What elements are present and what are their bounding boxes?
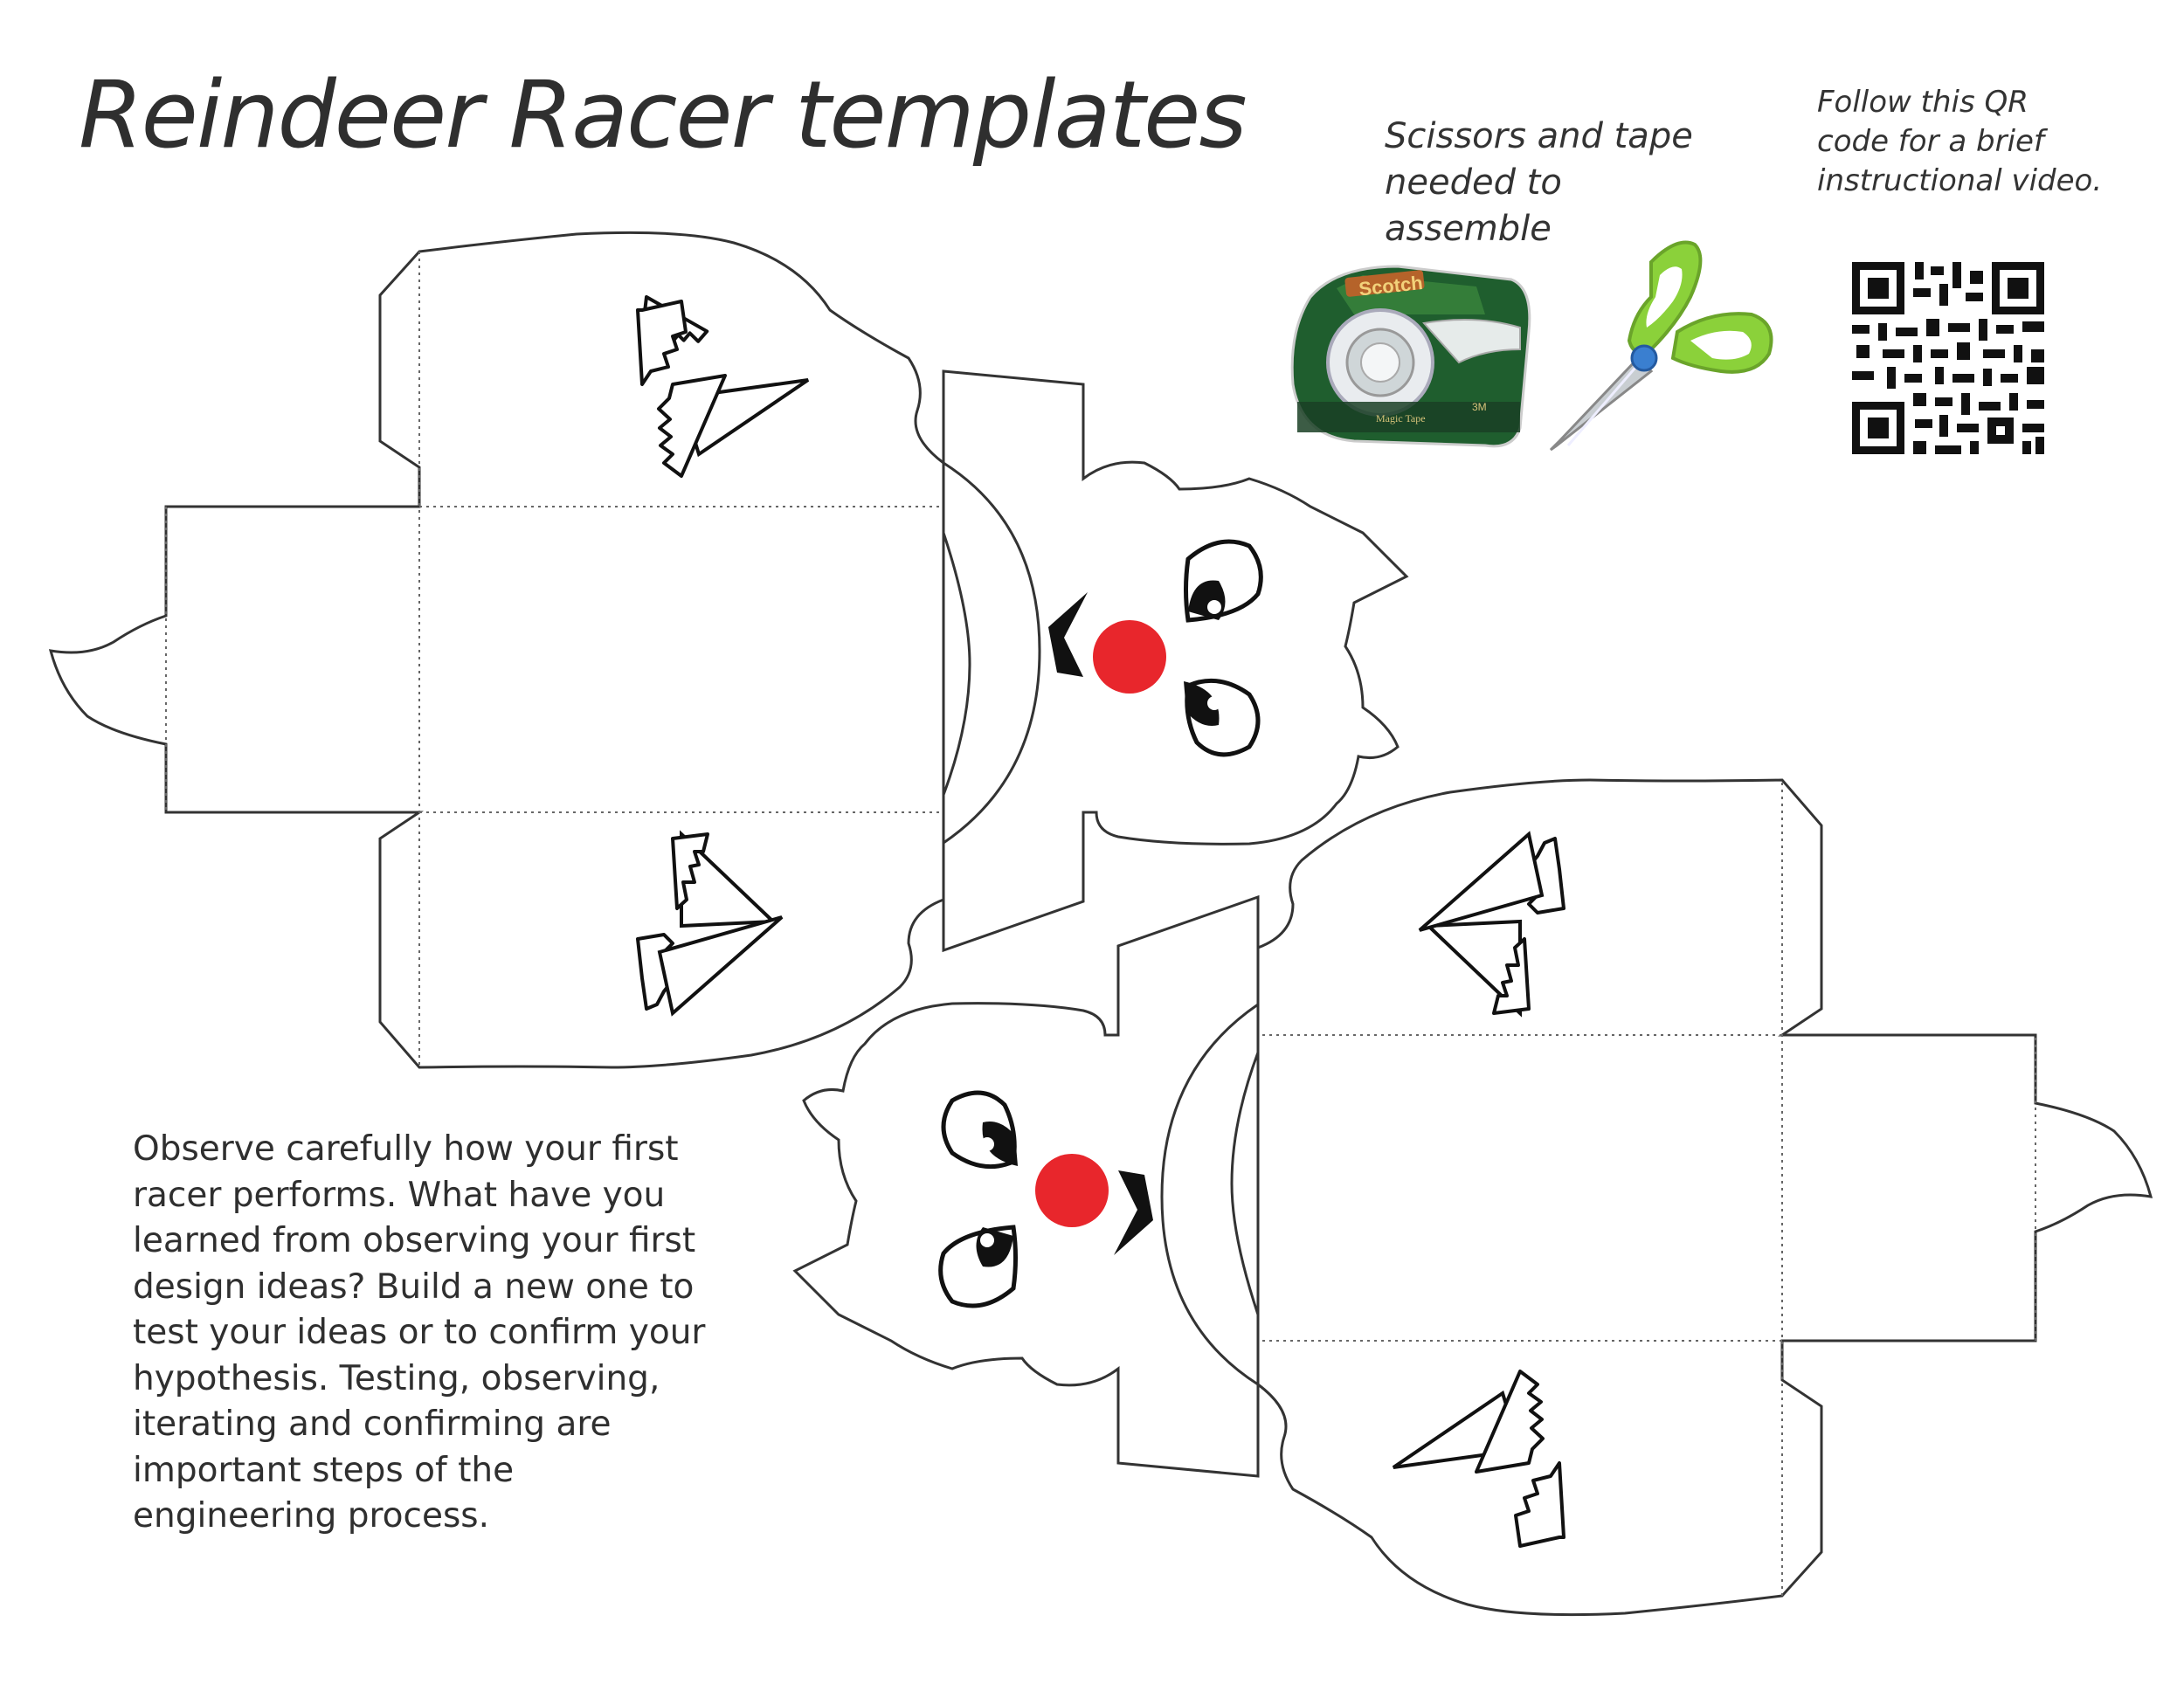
supplies-note: Scissors and tape needed to assemble [1385, 116, 1693, 249]
reindeer-template-1 [48, 231, 1409, 1069]
qr-code-icon [1852, 262, 2044, 454]
svg-text:Magic Tape: Magic Tape [1376, 412, 1426, 424]
fold-lines [165, 252, 943, 1067]
tape-dispenser-icon: Scotch Magic Tape 3M [1290, 265, 1531, 448]
body-net-outline [48, 231, 945, 1069]
instructions-paragraph: Observe carefully how your first racer p… [133, 1129, 706, 1536]
nose [1093, 620, 1166, 694]
mouth [1048, 592, 1088, 677]
head-outline [942, 369, 1409, 953]
pupil-right [1184, 681, 1220, 726]
svg-text:3M: 3M [1472, 401, 1487, 413]
qr-instructions-note: Follow this QR code for a brief instruct… [1817, 85, 2103, 198]
reindeer-template-2 [792, 778, 2153, 1617]
page-title: Reindeer Racer templates [79, 61, 1248, 169]
scissors-icon [1549, 240, 1773, 452]
